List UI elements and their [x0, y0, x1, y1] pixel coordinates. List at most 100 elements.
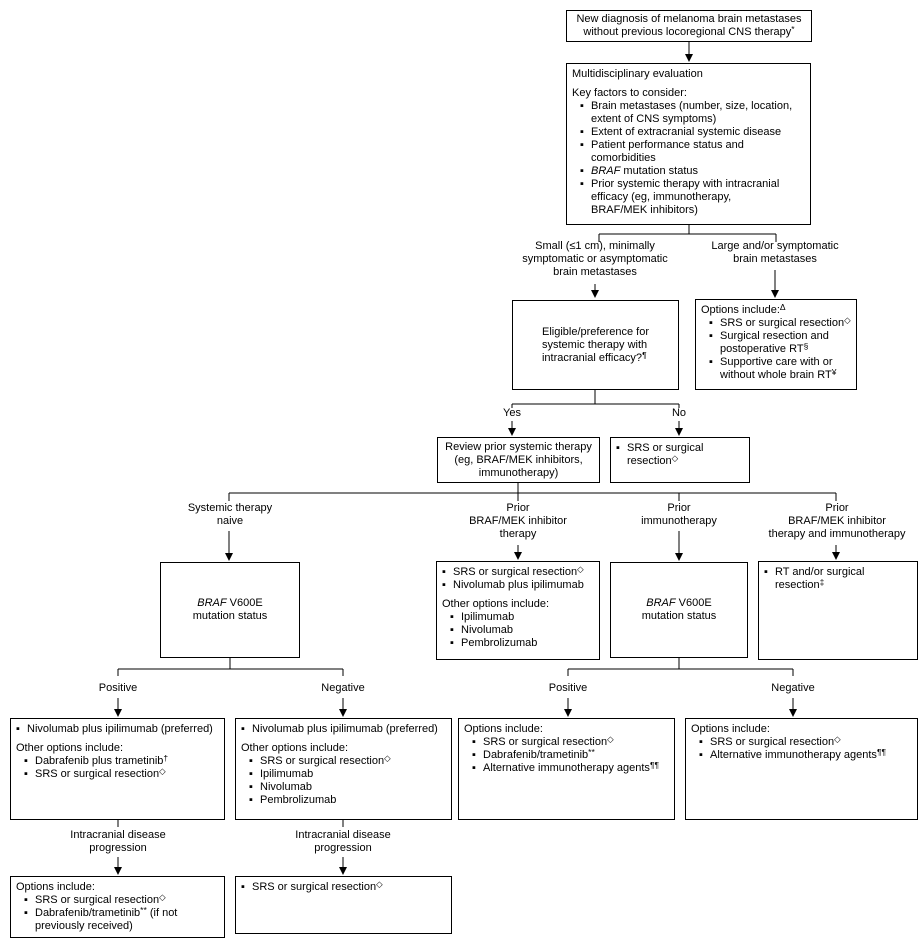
bullet-icon: ▪ — [450, 637, 454, 649]
list-item: ▪ Nivolumab plus ipilimumab — [442, 579, 584, 591]
bullet-icon: ▪ — [764, 566, 768, 578]
node-eligible-systemic-therapy: Eligible/preference for systemic therapy… — [512, 300, 679, 390]
footnote-marker: ¶¶ — [649, 760, 660, 770]
list-item: ▪ Ipilimumab — [450, 611, 515, 623]
list-item: ▪ SRS or surgical resection◇ — [442, 564, 584, 578]
node-immuno-positive-options: Options include: ▪ SRS or surgical resec… — [458, 718, 675, 820]
bullet-icon: ▪ — [472, 749, 476, 761]
list-item: ▪ SRS or surgical resection◇ — [24, 892, 166, 906]
bullet-icon: ▪ — [472, 762, 476, 774]
list-item: ▪ Brain metastases (number, size, locati… — [580, 100, 793, 125]
node-review-prior-therapy: Review prior systemic therapy (eg, BRAF/… — [437, 437, 600, 483]
node-progression-negative-options: ▪ SRS or surgical resection◇ — [235, 876, 452, 934]
bullet-icon: ▪ — [450, 624, 454, 636]
other-options-heading: Other options include: — [241, 742, 349, 754]
options-heading: Options include: — [464, 723, 543, 735]
list-item: ▪ Prior systemic therapy with intracrani… — [580, 178, 780, 216]
footnote-marker: † — [163, 753, 169, 763]
eval-title: Multidisciplinary evaluation — [572, 68, 703, 80]
list-item: ▪ Nivolumab plus ipilimumab (preferred) — [16, 723, 213, 735]
list-item: ▪ BRAF mutation status — [580, 165, 698, 177]
footnote-marker: ** — [140, 905, 147, 915]
footnote-marker: ¥ — [831, 367, 837, 377]
footnote-marker: * — [791, 24, 795, 34]
bullet-icon: ▪ — [616, 442, 620, 454]
list-item: ▪ Alternative immunotherapy agents¶¶ — [699, 747, 887, 761]
bullet-icon: ▪ — [24, 907, 28, 919]
bullet-icon: ▪ — [450, 611, 454, 623]
branch-label-positive-immuno: Positive — [548, 682, 588, 694]
bullet-icon: ▪ — [249, 781, 253, 793]
footnote-marker: ¶ — [642, 349, 647, 360]
node-text-line: New diagnosis of melanoma brain metastas… — [576, 13, 802, 25]
bullet-icon: ▪ — [249, 794, 253, 806]
list-item: ▪ Nivolumab — [450, 624, 513, 636]
bullet-icon: ▪ — [580, 100, 584, 112]
bullet-icon: ▪ — [241, 723, 245, 735]
bullet-icon: ▪ — [24, 768, 28, 780]
list-item: ▪ Pembrolizumab — [450, 637, 538, 649]
node-multidisciplinary-evaluation: Multidisciplinary evaluation Key factors… — [566, 63, 811, 225]
bullet-icon: ▪ — [580, 126, 584, 138]
list-item: ▪ Pembrolizumab — [249, 794, 337, 806]
footnote-marker: § — [803, 341, 809, 351]
branch-label-large-metastases: Large and/or symptomatic brain metastase… — [711, 240, 839, 265]
bullet-icon: ▪ — [709, 356, 713, 368]
bullet-icon: ▪ — [709, 330, 713, 342]
footnote-marker: ◇ — [577, 564, 584, 574]
bullet-icon: ▪ — [249, 768, 253, 780]
list-item: ▪ Ipilimumab — [249, 768, 314, 780]
bullet-icon: ▪ — [442, 566, 446, 578]
branch-label-positive-naive: Positive — [98, 682, 138, 694]
list-item: ▪ Dabrafenib/trametinib** — [472, 747, 595, 761]
other-options-heading: Other options include: — [16, 742, 124, 754]
footnote-marker: ◇ — [671, 453, 679, 463]
bullet-icon: ▪ — [241, 881, 245, 893]
node-text-line: without previous locoregional CNS therap… — [583, 24, 795, 38]
footnote-marker: ‡ — [819, 577, 825, 587]
list-item: ▪ SRS or surgical resection◇ — [709, 315, 851, 329]
footnote-marker: Δ — [779, 302, 786, 312]
footnote-marker: ◇ — [384, 753, 391, 763]
node-braf-status-immuno: BRAF V600E mutation status — [610, 562, 748, 658]
other-options-heading: Other options include: — [442, 598, 550, 610]
list-item: ▪ Alternative immunotherapy agents¶¶ — [472, 760, 660, 774]
node-naive-negative-options: ▪ Nivolumab plus ipilimumab (preferred) … — [235, 718, 452, 820]
footnote-marker: ¶¶ — [876, 747, 887, 757]
bullet-icon: ▪ — [16, 723, 20, 735]
footnote-marker: ◇ — [844, 315, 851, 325]
list-item: ▪ SRS or surgical resection◇ — [249, 753, 391, 767]
node-new-diagnosis: New diagnosis of melanoma brain metastas… — [566, 10, 812, 42]
bullet-icon: ▪ — [580, 139, 584, 151]
branch-label-negative-naive: Negative — [321, 682, 365, 694]
list-item: ▪ Dabrafenib plus trametinib† — [24, 753, 169, 767]
branch-label-small-metastases: Small (≤1 cm), minimally symptomatic or … — [522, 240, 668, 278]
bullet-icon: ▪ — [24, 755, 28, 767]
branch-label-negative-immuno: Negative — [771, 682, 815, 694]
eval-subtitle: Key factors to consider: — [572, 87, 687, 99]
branch-label-no: No — [671, 407, 687, 419]
branch-label-yes: Yes — [503, 407, 521, 419]
node-progression-positive-options: Options include: ▪ SRS or surgical resec… — [10, 876, 225, 938]
list-item: ▪ Nivolumab plus ipilimumab (preferred) — [241, 723, 438, 735]
bullet-icon: ▪ — [249, 755, 253, 767]
list-item: ▪ SRS or surgical resection◇ — [699, 734, 841, 748]
bullet-icon: ▪ — [24, 894, 28, 906]
list-item: ▪ Extent of extracranial systemic diseas… — [580, 126, 782, 138]
list-item: ▪ SRS or surgical resection◇ — [24, 766, 166, 780]
bullet-icon: ▪ — [580, 178, 584, 190]
bullet-icon: ▪ — [580, 165, 584, 177]
